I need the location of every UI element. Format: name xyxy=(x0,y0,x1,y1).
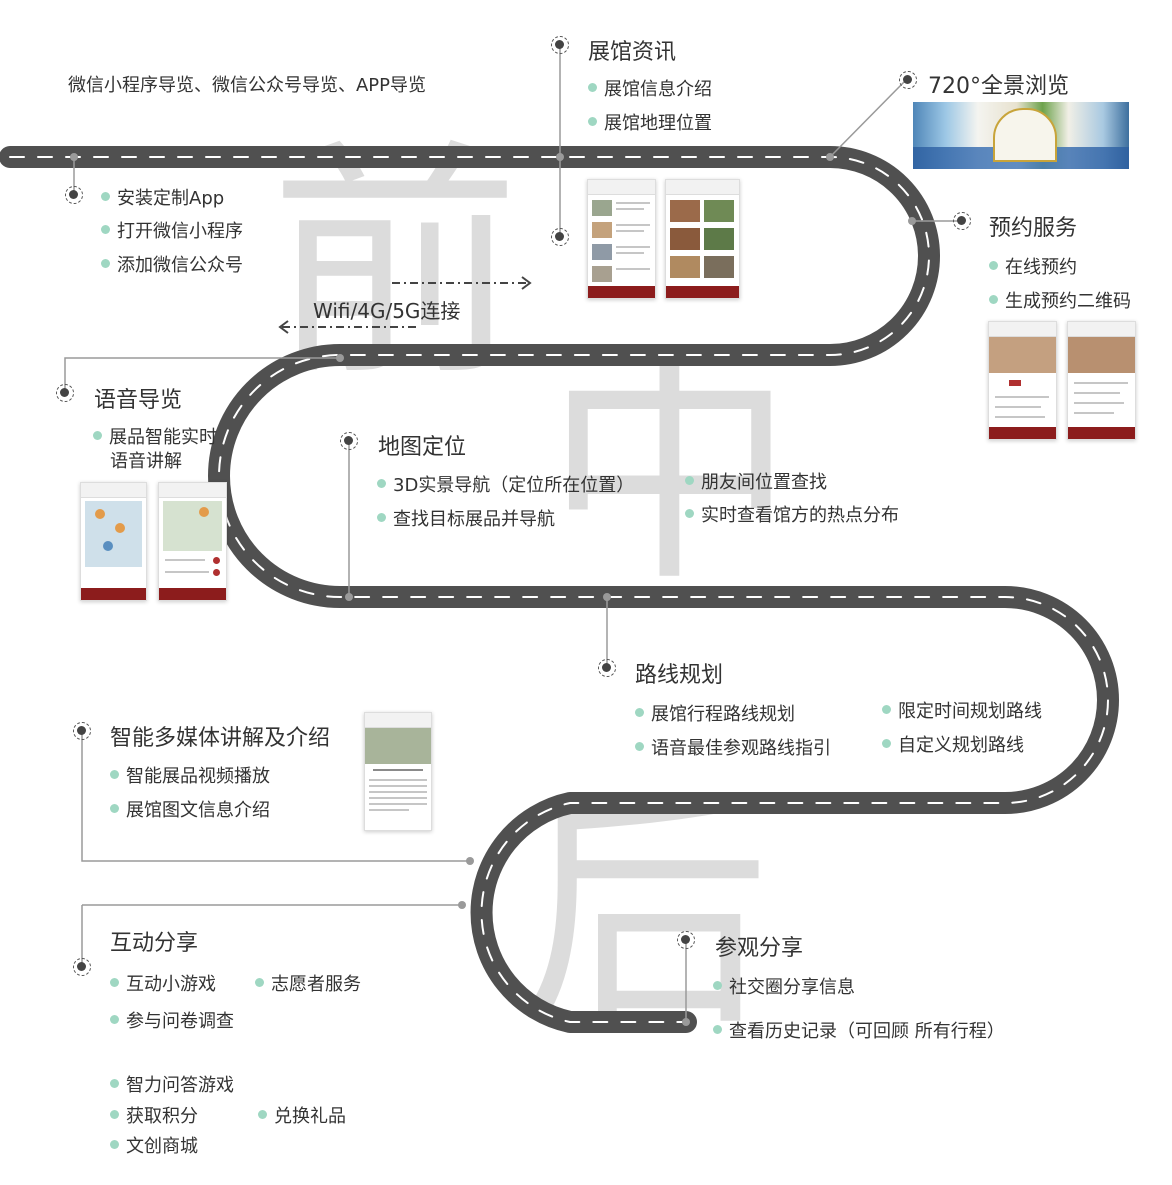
marker-icon xyxy=(551,36,569,54)
marker-icon xyxy=(953,212,971,230)
interaction-item: 兑换礼品 xyxy=(258,1102,346,1128)
visit-share-item: 社交圈分享信息 xyxy=(713,973,855,999)
marker-icon xyxy=(899,71,917,89)
multimedia-item: 展馆图文信息介绍 xyxy=(110,796,270,822)
audio-guide-title: 语音导览 xyxy=(94,388,183,413)
connection-arrow-left-head xyxy=(278,320,289,334)
multimedia-title: 智能多媒体讲解及介绍 xyxy=(110,726,331,751)
road-point-1 xyxy=(70,153,78,161)
museum-info-item: 展馆信息介绍 xyxy=(588,75,712,101)
marker-icon xyxy=(73,722,91,740)
visit-share-item: 查看历史记录（可回顾 所有行程） xyxy=(713,1017,1005,1043)
connector-panorama xyxy=(829,79,907,158)
museum-info-title: 展馆资讯 xyxy=(588,40,677,65)
reservation-item: 在线预约 xyxy=(989,253,1077,279)
panorama-title: 720°全景浏览 xyxy=(928,74,1069,99)
interaction-item: 获取积分 xyxy=(110,1102,198,1128)
road-point-8 xyxy=(466,857,474,865)
connection-arrow-right-head xyxy=(521,276,532,290)
phase-char-during: 中 xyxy=(545,324,795,615)
road-point-6 xyxy=(345,593,353,601)
map-location-item: 查找目标展品并导航 xyxy=(377,505,555,531)
interaction-item: 参与问卷调查 xyxy=(110,1007,234,1033)
phone-screenshot xyxy=(80,482,147,601)
marker-icon xyxy=(551,228,569,246)
marker-icon xyxy=(73,958,91,976)
phone-screenshot xyxy=(587,179,656,299)
interaction-item: 志愿者服务 xyxy=(255,970,361,996)
road-point-9 xyxy=(458,901,466,909)
route-planning-item: 语音最佳参观路线指引 xyxy=(635,734,831,760)
phase-char-after: 后 xyxy=(520,769,770,1060)
map-location-item: 3D实景导航（定位所在位置） xyxy=(377,471,634,497)
panorama-image xyxy=(913,102,1129,169)
audio-guide-item: 展品智能实时 xyxy=(93,423,217,449)
phone-screenshot xyxy=(988,321,1057,440)
audio-guide-item-continuation: 语音讲解 xyxy=(110,451,182,472)
road-point-7 xyxy=(603,593,611,601)
connector-multimedia xyxy=(81,731,470,862)
interaction-title: 互动分享 xyxy=(110,931,199,956)
multimedia-item: 智能展品视频播放 xyxy=(110,762,270,788)
museum-info-item: 展馆地理位置 xyxy=(588,109,712,135)
road-point-2 xyxy=(556,153,564,161)
phone-screenshot xyxy=(364,712,432,831)
phone-screenshot xyxy=(1067,321,1136,440)
reservation-title: 预约服务 xyxy=(989,216,1078,241)
marker-icon xyxy=(598,659,616,677)
road-point-5 xyxy=(336,354,344,362)
connector-interaction xyxy=(81,904,462,968)
road-center-dashes xyxy=(9,156,1109,1023)
intro-line: 微信小程序导览、微信公众号导览、APP导览 xyxy=(68,75,427,96)
phone-screenshot xyxy=(665,179,740,299)
interaction-item: 智力问答游戏 xyxy=(110,1071,234,1097)
connector-audio-guide xyxy=(64,357,340,392)
interaction-item: 互动小游戏 xyxy=(110,970,216,996)
route-planning-item: 展馆行程路线规划 xyxy=(635,700,795,726)
route-planning-item: 限定时间规划路线 xyxy=(882,697,1042,723)
road-point-3 xyxy=(826,153,834,161)
map-location-title: 地图定位 xyxy=(378,435,467,460)
setup-item: 安装定制App xyxy=(101,184,224,210)
marker-icon xyxy=(677,931,695,949)
interaction-item: 文创商城 xyxy=(110,1132,198,1158)
connection-label: Wifi/4G/5G连接 xyxy=(313,299,461,323)
marker-icon xyxy=(65,186,83,204)
setup-item: 打开微信小程序 xyxy=(101,217,243,243)
visit-share-title: 参观分享 xyxy=(715,936,804,961)
phone-screenshot xyxy=(158,482,227,601)
setup-item: 添加微信公众号 xyxy=(101,251,243,277)
map-location-item: 实时查看馆方的热点分布 xyxy=(685,501,899,527)
marker-icon xyxy=(340,432,358,450)
road-point-10 xyxy=(682,1018,690,1026)
route-planning-item: 自定义规划路线 xyxy=(882,731,1024,757)
map-location-item: 朋友间位置查找 xyxy=(685,468,827,494)
marker-icon xyxy=(56,384,74,402)
reservation-item: 生成预约二维码 xyxy=(989,287,1131,313)
road-point-4 xyxy=(908,217,916,225)
route-planning-title: 路线规划 xyxy=(635,663,724,688)
